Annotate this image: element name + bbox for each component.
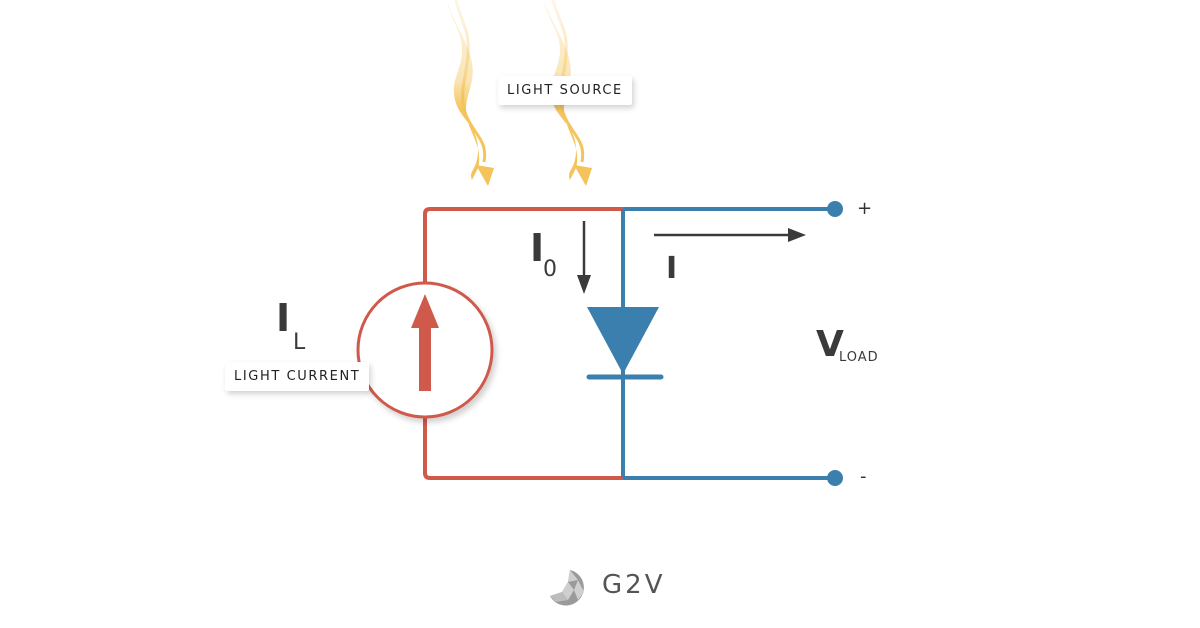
current-source-arrow-icon: [411, 294, 439, 391]
g2v-logo-icon: [550, 570, 584, 606]
light-source-label: LIGHT SOURCE: [498, 76, 632, 105]
vload-subscript: LOAD: [839, 350, 879, 365]
minus-sign: -: [860, 466, 867, 487]
source-wire-bottom: [423, 417, 623, 480]
plus-sign: +: [857, 198, 873, 219]
g2v-logo-text: G2V: [602, 570, 666, 600]
i0-symbol: I: [530, 226, 545, 270]
light-ray-left-arrowhead: [476, 165, 494, 186]
diode-icon: [586, 307, 664, 380]
i0-arrow-icon: [577, 221, 591, 294]
i0-subscript: 0: [543, 257, 557, 282]
source-wire-top: [423, 207, 623, 283]
il-symbol: I: [276, 296, 291, 340]
positive-terminal: [827, 201, 843, 217]
vload-symbol: V: [816, 324, 844, 365]
il-subscript: L: [293, 330, 306, 355]
light-ray-right-arrowhead: [574, 165, 592, 186]
light-current-label: LIGHT CURRENT: [225, 362, 370, 391]
i-symbol: I: [666, 251, 678, 286]
negative-terminal: [827, 470, 843, 486]
light-ray-left: [447, 0, 494, 186]
i-arrow-icon: [654, 228, 806, 242]
